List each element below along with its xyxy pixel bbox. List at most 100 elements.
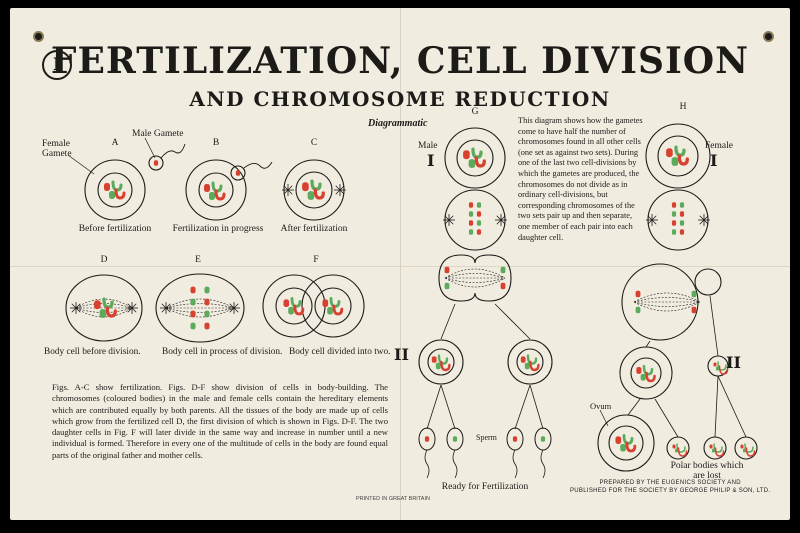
chart-number-badge: I (42, 50, 72, 80)
chromosome (468, 229, 474, 235)
chromosome (190, 322, 196, 330)
centrosome-aster (71, 303, 77, 309)
chromosome (745, 447, 756, 457)
diagrammatic-label: Diagrammatic (368, 118, 428, 129)
chromosome (322, 299, 329, 307)
chromosome (204, 322, 210, 330)
centrosome-aster (699, 219, 705, 225)
chromosome (671, 229, 677, 235)
chromosome (679, 220, 685, 226)
chromosome (209, 192, 215, 200)
nucleus-outline (657, 135, 699, 177)
centrosome-aster (496, 219, 502, 225)
chromosome (676, 443, 686, 453)
figure-letter-a: A (111, 138, 119, 148)
chromosome (691, 306, 697, 314)
chromosome (444, 266, 450, 274)
chromosome (476, 220, 482, 226)
caption-after-fertilization: After fertilization (280, 224, 348, 234)
sperm-label: Sperm (476, 433, 497, 442)
centrosome-aster (500, 219, 506, 225)
dividing-spermatocyte (438, 254, 512, 302)
chromosome (424, 436, 430, 442)
figure-letter-f: F (313, 255, 319, 265)
chromosome (310, 179, 322, 191)
chromosome (679, 229, 685, 235)
centrosome-aster (703, 215, 709, 221)
chromosome (500, 266, 506, 274)
lineage-line (709, 295, 719, 357)
caption-body-cell-process: Body cell in process of division. (162, 347, 283, 357)
lineage-line (426, 384, 442, 430)
chromosome (674, 145, 686, 157)
chromosome (675, 448, 678, 453)
grommet-icon (763, 31, 774, 42)
entering-gamete (230, 165, 246, 181)
chromosome (671, 211, 677, 217)
centrosome-aster (127, 303, 133, 309)
nucleus-outline (275, 287, 313, 325)
roman-one-female: I (710, 151, 718, 170)
chromosome (204, 310, 210, 318)
ovum-pointer (599, 409, 609, 427)
chromosome (437, 354, 449, 365)
nucleus-outline (456, 139, 494, 177)
chromosome (204, 298, 210, 306)
lineage-line (440, 303, 456, 340)
centrosome-aster (703, 219, 709, 225)
chromosome (713, 443, 723, 453)
centrosome-aster (233, 303, 239, 309)
polar-bodies-label: Polar bodies which are lost (670, 461, 744, 481)
chromosome (524, 362, 530, 370)
caption-body-cell-before: Body cell before division. (44, 347, 141, 357)
chromosome (468, 220, 474, 226)
nucleus-outline (630, 357, 662, 389)
spindle-fiber (444, 273, 506, 279)
chromosome (190, 310, 196, 318)
nucleus-outline (198, 172, 234, 208)
chromosome (204, 286, 210, 294)
chromosome (691, 290, 697, 298)
male-label: Male (418, 141, 438, 151)
diagram-artwork (65, 123, 758, 479)
male-gamete-pointer (144, 137, 156, 159)
chromosome (283, 299, 290, 307)
spindle-fiber (165, 303, 235, 309)
ready-for-fertilization-label: Ready for Fertilization (441, 482, 529, 492)
chromosome (190, 298, 196, 306)
centrosome-aster (651, 215, 657, 221)
centrosome-aster (444, 215, 450, 221)
chromosome (109, 191, 115, 199)
centrosome-aster (500, 215, 506, 221)
centrosome-aster (647, 219, 653, 225)
centrosome-aster (127, 307, 133, 313)
chromosome (671, 220, 677, 226)
chromosome (540, 436, 546, 442)
caption-body-cell-divided: Body cell divided into two. (289, 347, 391, 357)
chromosome (332, 304, 344, 316)
nucleus-outline (314, 287, 352, 325)
chromosome (679, 211, 685, 217)
chromosome (293, 304, 305, 316)
chromosome (740, 444, 744, 449)
secondary-spermatocyte-left (418, 339, 464, 385)
sperm-tail (424, 449, 430, 479)
chromosome (468, 211, 474, 217)
letter-g: G (471, 107, 479, 117)
cell-d (65, 274, 143, 342)
lineage-line (717, 375, 747, 438)
roman-two-male: II (394, 345, 409, 364)
spindle-fiber (444, 268, 506, 279)
chromosome (635, 290, 641, 298)
gamete-tail (243, 161, 273, 169)
chromosome (615, 436, 622, 444)
figure-letter-c: C (310, 138, 318, 148)
secondary-spermatocyte-right (507, 339, 553, 385)
centrosome-aster (161, 307, 167, 313)
cell-e (155, 273, 245, 343)
centrosome-aster (287, 185, 293, 191)
figure-letter-e: E (195, 255, 201, 265)
chromosome (620, 443, 626, 452)
centrosome-aster (131, 303, 137, 309)
centrosome-aster (283, 189, 289, 195)
